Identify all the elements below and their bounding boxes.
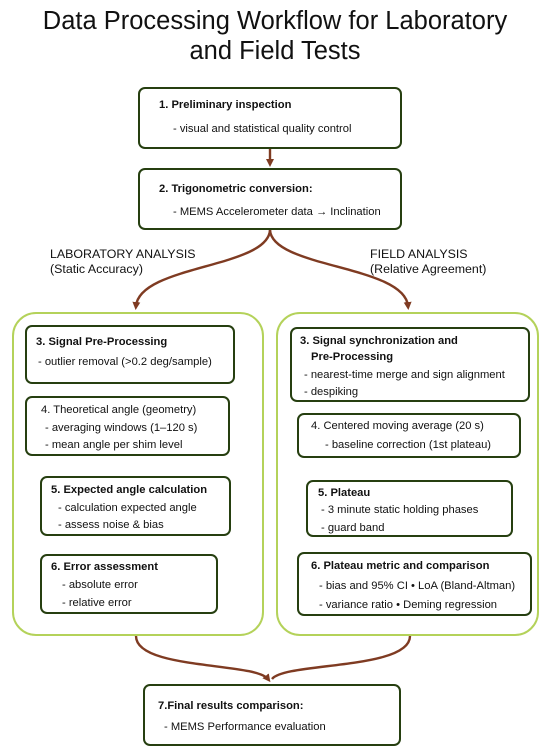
- step7-box: 7.Final results comparison: - MEMS Perfo…: [143, 684, 401, 746]
- lab-step4-line-2: - mean angle per shim level: [45, 439, 183, 451]
- field-step3-line-1: - nearest-time merge and sign alignment: [304, 369, 505, 381]
- field-label-line-2: (Relative Agreement): [370, 262, 487, 276]
- title-line-2: and Field Tests: [189, 37, 361, 65]
- lab-step6-box: 6. Error assessment - absolute error - r…: [40, 554, 218, 614]
- field-step3-heading-2: Pre-Processing: [311, 351, 394, 363]
- lab-step5-line-1: - calculation expected angle: [58, 502, 197, 514]
- title-line-1: Data Processing Workflow for Laboratory: [42, 7, 508, 35]
- lab-step4-line-1: - averaging windows (1–120 s): [45, 422, 198, 434]
- step2-heading: 2. Trigonometric conversion:: [159, 183, 313, 195]
- arrow-lab-to-final: [134, 635, 271, 683]
- field-step6-heading: 6. Plateau metric and comparison: [311, 560, 490, 572]
- lab-analysis-label: LABORATORY ANALYSIS (Static Accuracy): [50, 247, 196, 277]
- field-analysis-group: [276, 312, 539, 636]
- field-step3-heading: 3. Signal synchronization and: [300, 335, 458, 347]
- field-step4-box: 4. Centered moving average (20 s) - base…: [297, 413, 521, 458]
- lab-step6-line-2: - relative error: [62, 597, 132, 609]
- field-step5-box: 5. Plateau - 3 minute static holding pha…: [306, 480, 513, 537]
- lab-step3-line-1: - outlier removal (>0.2 deg/sample): [38, 356, 212, 368]
- field-step5-line-1: - 3 minute static holding phases: [321, 504, 479, 516]
- lab-step4-heading: 4. Theoretical angle (geometry): [41, 404, 197, 416]
- lab-analysis-group: [12, 312, 264, 636]
- field-step3-line-2: - despiking: [304, 386, 359, 398]
- step7-line: - MEMS Performance evaluation: [164, 721, 326, 733]
- lab-step5-heading: 5. Expected angle calculation: [51, 484, 208, 496]
- field-step4-line-1: - baseline correction (1st plateau): [325, 439, 492, 451]
- lab-label-line-1: LABORATORY ANALYSIS: [50, 247, 196, 261]
- arrow-split-to-lab: [132, 229, 272, 310]
- arrow-split-to-field: [268, 229, 412, 310]
- step2-box: 2. Trigonometric conversion: - MEMS Acce…: [138, 168, 402, 230]
- step7-heading: 7.Final results comparison:: [158, 700, 304, 712]
- lab-step5-box: 5. Expected angle calculation - calculat…: [40, 476, 231, 536]
- field-label-line-1: FIELD ANALYSIS: [370, 247, 468, 261]
- lab-step4-box: 4. Theoretical angle (geometry) - averag…: [25, 396, 230, 456]
- lab-step6-heading: 6. Error assessment: [51, 561, 158, 573]
- field-analysis-label: FIELD ANALYSIS (Relative Agreement): [370, 247, 486, 277]
- lab-step5-line-2: - assess noise & bias: [58, 519, 164, 531]
- step1-box: 1. Preliminary inspection - visual and s…: [138, 87, 402, 149]
- step2-line: - MEMS Accelerometer data → Inclination: [173, 206, 381, 218]
- field-step6-line-1: - bias and 95% CI • LoA (Bland-Altman): [319, 580, 516, 592]
- field-step6-line-2: - variance ratio • Deming regression: [319, 599, 498, 611]
- field-step5-heading: 5. Plateau: [318, 487, 371, 499]
- lab-label-line-2: (Static Accuracy): [50, 262, 143, 276]
- step1-heading: 1. Preliminary inspection: [159, 99, 292, 111]
- lab-step3-box: 3. Signal Pre-Processing - outlier remov…: [25, 325, 235, 384]
- diagram-title: Data Processing Workflow for Laboratory …: [0, 6, 550, 66]
- lab-step6-line-1: - absolute error: [62, 579, 138, 591]
- field-step5-line-2: - guard band: [321, 522, 385, 534]
- arrow-field-to-final: [271, 635, 412, 680]
- step1-line: - visual and statistical quality control: [173, 123, 352, 135]
- field-step4-heading: 4. Centered moving average (20 s): [311, 420, 484, 432]
- lab-step3-heading: 3. Signal Pre-Processing: [36, 336, 168, 348]
- field-step3-box: 3. Signal synchronization and Pre-Proces…: [290, 327, 530, 402]
- field-step6-box: 6. Plateau metric and comparison - bias …: [297, 552, 532, 616]
